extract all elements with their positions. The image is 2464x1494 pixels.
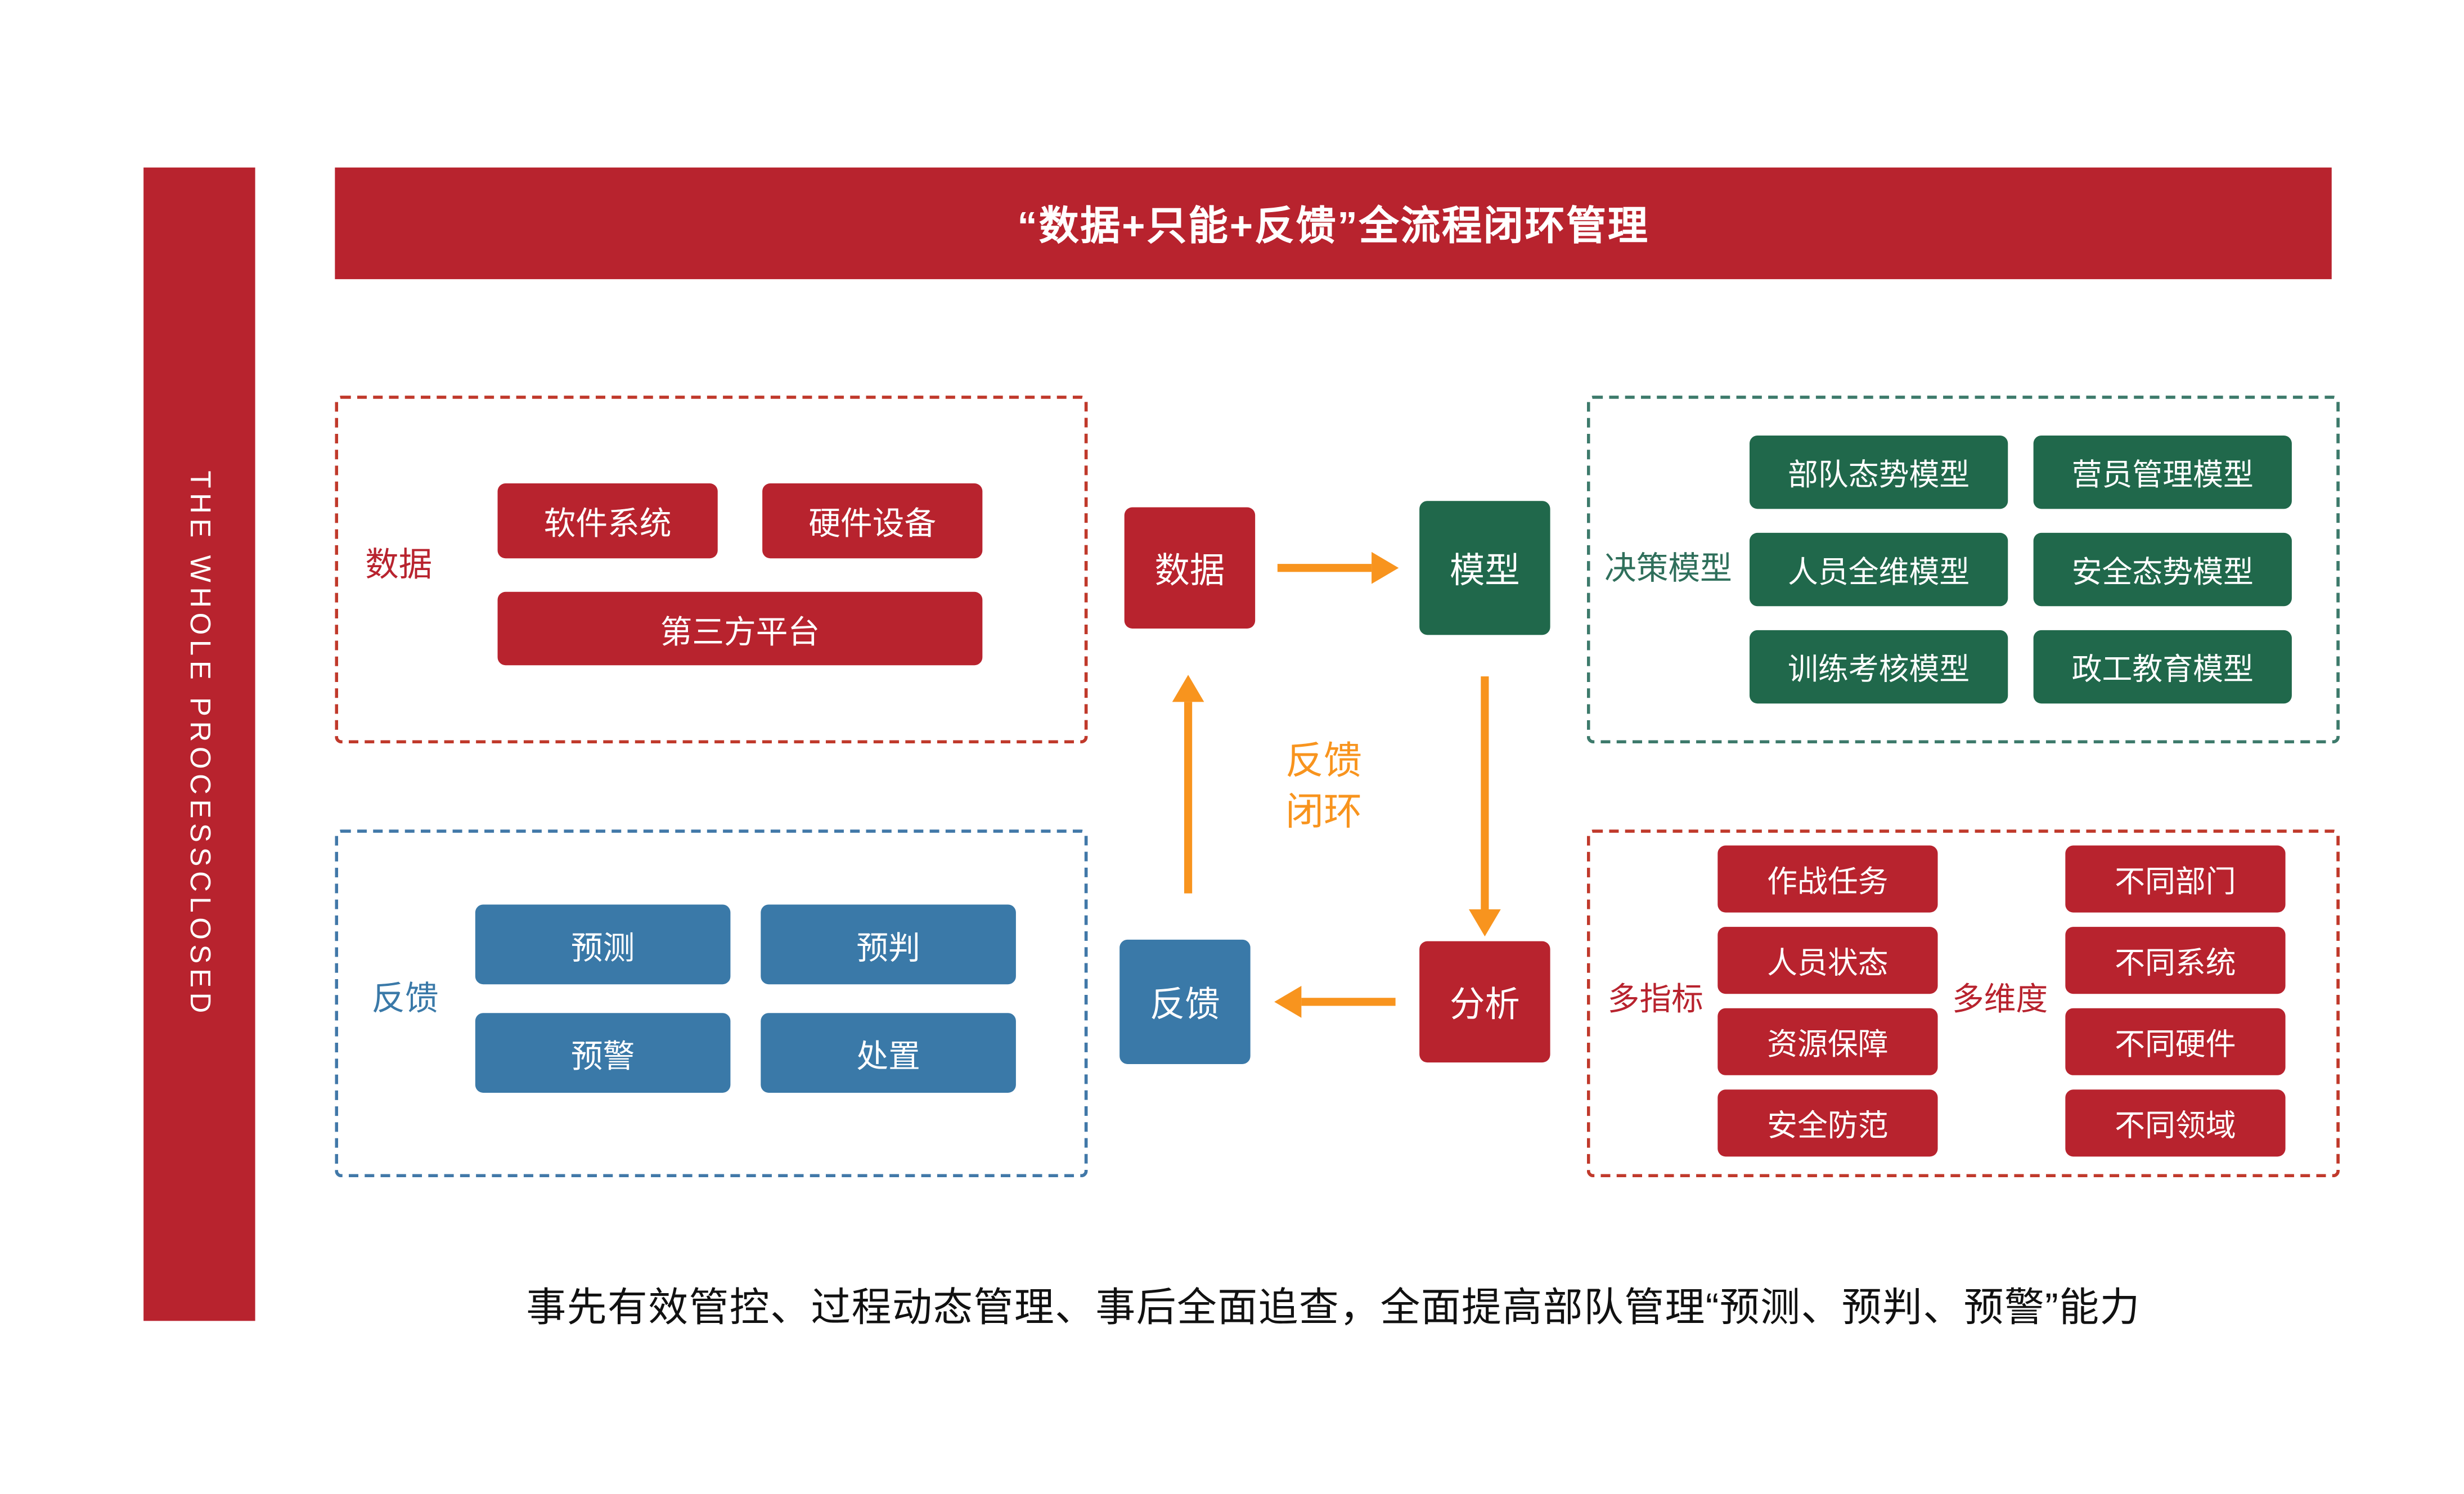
page-title: “数据+只能+反馈”全流程闭环管理: [1017, 204, 1649, 249]
indicator-item-personnel-status: 人员状态: [1717, 927, 1938, 994]
models-group-label: 决策模型: [1604, 551, 1732, 587]
models-group-box: [1586, 396, 2340, 744]
indicator-item-combat-task: 作战任务: [1717, 845, 1938, 913]
arrow-data-to-model: [1277, 551, 1399, 584]
feedback-group-label: 反馈: [371, 981, 439, 1018]
data-item-hardware: 硬件设备: [762, 483, 983, 559]
dimension-item-systems: 不同系统: [2065, 927, 2286, 994]
feedback-item-prejudge: 预判: [761, 904, 1016, 985]
flow-node-model: 模型: [1419, 501, 1550, 635]
feedback-group-box: [335, 829, 1088, 1178]
dimensions-group-label: 多维度: [1952, 982, 2048, 1018]
model-item-training-assessment: 训练考核模型: [1749, 630, 2008, 704]
bottom-caption: 事先有效管控、过程动态管理、事后全面追查，全面提高部队管理“预测、预判、预警”能…: [526, 1286, 2141, 1331]
dimension-item-fields: 不同领域: [2065, 1089, 2286, 1157]
arrow-feedback-to-data: [1172, 675, 1204, 894]
flow-node-data: 数据: [1124, 507, 1256, 629]
model-item-political-education: 政工教育模型: [2033, 630, 2292, 704]
feedback-item-handle: 处置: [761, 1013, 1016, 1093]
arrow-analysis-to-feedback: [1274, 986, 1396, 1018]
model-item-personnel: 人员全维模型: [1749, 532, 2008, 607]
flow-node-analysis: 分析: [1419, 941, 1550, 1063]
data-group-label: 数据: [365, 547, 433, 584]
data-group-box: [335, 396, 1088, 744]
multi-group-box: [1586, 829, 2340, 1178]
side-banner-text: THE WHOLE PROCESSCLOSED: [184, 470, 217, 1018]
feedback-item-warning: 预警: [475, 1013, 731, 1093]
arrow-model-to-analysis: [1469, 676, 1501, 937]
dimension-item-hardware: 不同硬件: [2065, 1008, 2286, 1075]
data-item-thirdparty: 第三方平台: [497, 591, 983, 666]
indicator-item-resource-support: 资源保障: [1717, 1008, 1938, 1075]
model-item-security-situation: 安全态势模型: [2033, 532, 2292, 607]
loop-label-line2: 闭环: [1285, 791, 1363, 835]
side-banner: THE WHOLE PROCESSCLOSED: [143, 167, 255, 1321]
model-item-camp-management: 营员管理模型: [2033, 435, 2292, 509]
indicators-group-label: 多指标: [1607, 982, 1703, 1018]
feedback-item-forecast: 预测: [475, 904, 731, 985]
model-item-troop-situation: 部队态势模型: [1749, 435, 2008, 509]
dimension-item-departments: 不同部门: [2065, 845, 2286, 913]
loop-label: 反馈 闭环: [1285, 737, 1397, 839]
loop-label-line1: 反馈: [1285, 740, 1363, 783]
title-banner: “数据+只能+反馈”全流程闭环管理: [335, 167, 2332, 280]
data-item-software: 软件系统: [497, 483, 718, 559]
indicator-item-security-prevention: 安全防范: [1717, 1089, 1938, 1157]
flow-node-feedback: 反馈: [1119, 939, 1251, 1064]
